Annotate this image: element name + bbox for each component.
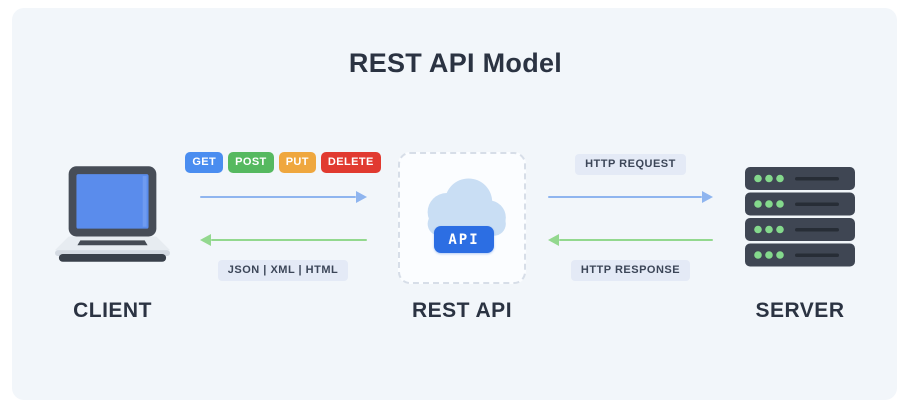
method-badge-delete: DELETE — [320, 152, 381, 173]
http-response-wrap: HTTP RESPONSE — [548, 260, 713, 281]
rest-api-node: API — [398, 152, 526, 284]
arrow-shaft — [559, 238, 713, 242]
server-icon — [745, 167, 855, 267]
laptop-icon — [55, 166, 170, 262]
diagram-title: REST API Model — [348, 48, 563, 78]
http-response-label: HTTP RESPONSE — [570, 260, 691, 281]
http-request-label: HTTP REQUEST — [575, 154, 686, 175]
arrow-head — [702, 191, 713, 203]
http-request-wrap: HTTP REQUEST — [548, 154, 713, 175]
arrow-head — [548, 234, 559, 246]
api-to-client-arrow — [200, 234, 367, 246]
arrow-shaft — [548, 195, 702, 199]
server-to-api-arrow — [548, 234, 713, 246]
method-badge-put: PUT — [278, 152, 316, 173]
arrow-shaft — [211, 238, 367, 242]
method-badge-post: POST — [228, 152, 274, 173]
client-label: CLIENT — [73, 299, 152, 322]
arrow-head — [356, 191, 367, 203]
response-formats-label: JSON | XML | HTML — [217, 260, 349, 281]
api-to-server-arrow — [548, 191, 713, 203]
arrow-head — [200, 234, 211, 246]
client-to-api-arrow — [200, 191, 367, 203]
response-formats-wrap: JSON | XML | HTML — [196, 260, 370, 281]
api-badge: API — [434, 226, 494, 253]
arrow-shaft — [200, 195, 356, 199]
http-method-badges: GET POST PUT DELETE — [185, 152, 381, 173]
method-badge-get: GET — [185, 152, 224, 173]
server-label: SERVER — [755, 299, 845, 322]
rest-api-label: REST API — [411, 299, 513, 322]
